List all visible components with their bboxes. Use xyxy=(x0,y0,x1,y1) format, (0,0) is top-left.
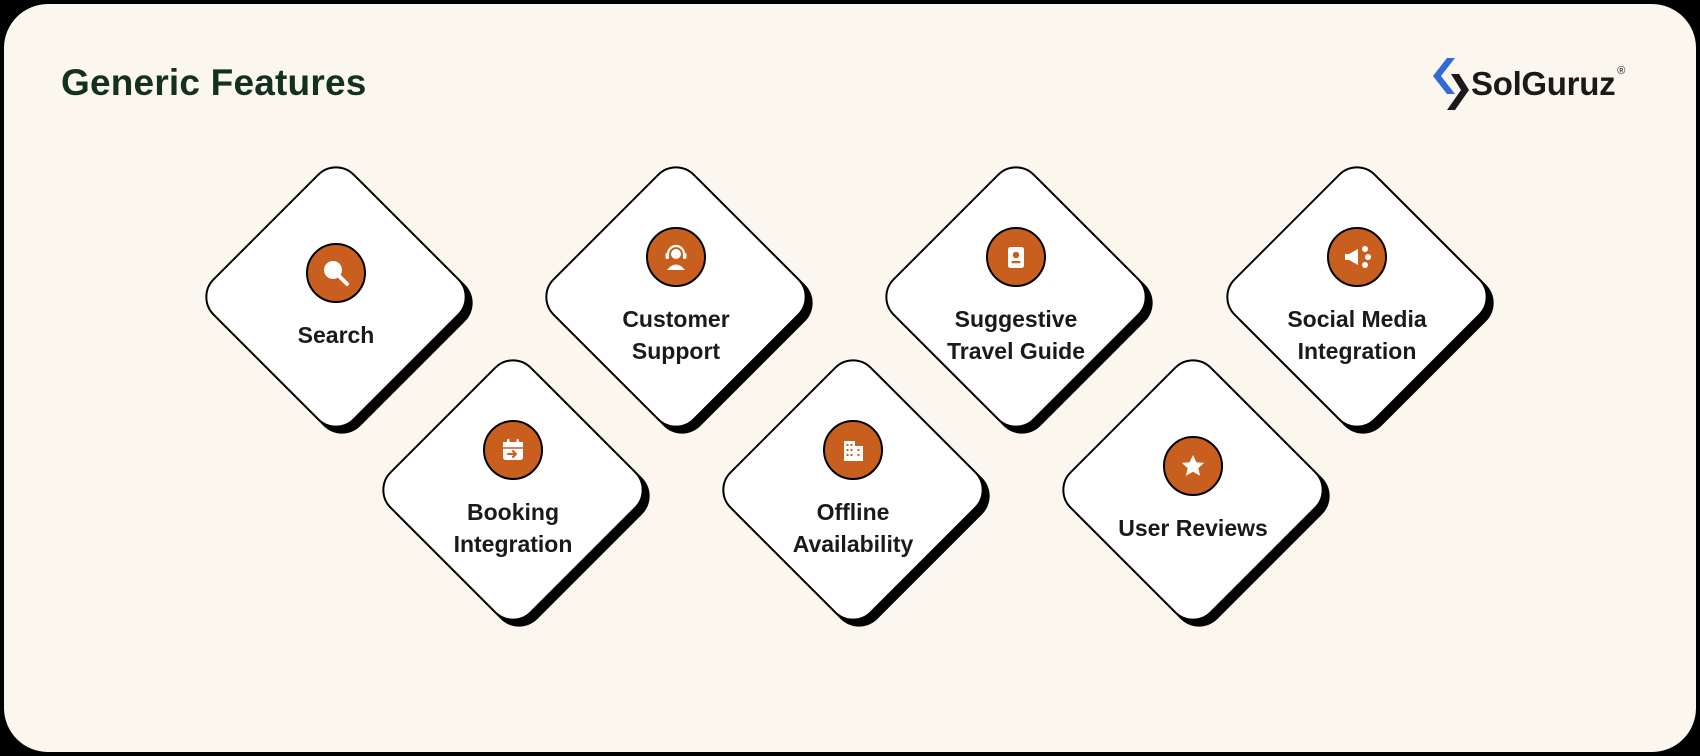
registered-mark: ® xyxy=(1617,65,1626,77)
feature-tile-customer-support: Customer Support xyxy=(531,152,824,445)
passport-icon xyxy=(986,227,1046,287)
megaphone-share-icon xyxy=(1327,227,1387,287)
calendar-flight-icon xyxy=(483,420,543,480)
feature-tile-user-reviews: User Reviews xyxy=(1048,345,1341,638)
feature-board: Generic Features SolGuruz ® Search xyxy=(4,4,1696,752)
search-icon xyxy=(306,243,366,303)
feature-tile-offline-availability: Offline Availability xyxy=(708,345,1001,638)
feature-tile-social-media-integration: Social Media Integration xyxy=(1212,152,1505,445)
feature-tile-search: Search xyxy=(191,152,484,445)
building-icon xyxy=(823,420,883,480)
feature-label: Customer Support xyxy=(622,306,730,364)
customer-support-icon xyxy=(646,227,706,287)
solguruz-logo-icon xyxy=(1433,58,1469,110)
brand-name: SolGuruz xyxy=(1471,65,1616,102)
feature-label: Search xyxy=(297,322,375,348)
brand-logo: SolGuruz ® xyxy=(1429,56,1625,112)
feature-label: Social Media Integration xyxy=(1287,306,1427,364)
feature-tile-booking-integration: Booking Integration xyxy=(368,345,661,638)
feature-label: User Reviews xyxy=(1118,515,1268,541)
page-title: Generic Features xyxy=(61,62,367,103)
star-icon xyxy=(1163,436,1223,496)
feature-label: Booking Integration xyxy=(453,499,573,557)
feature-label: Offline Availability xyxy=(792,499,914,557)
feature-tile-suggestive-travel-guide: Suggestive Travel Guide xyxy=(871,152,1164,445)
feature-label: Suggestive Travel Guide xyxy=(946,306,1086,364)
